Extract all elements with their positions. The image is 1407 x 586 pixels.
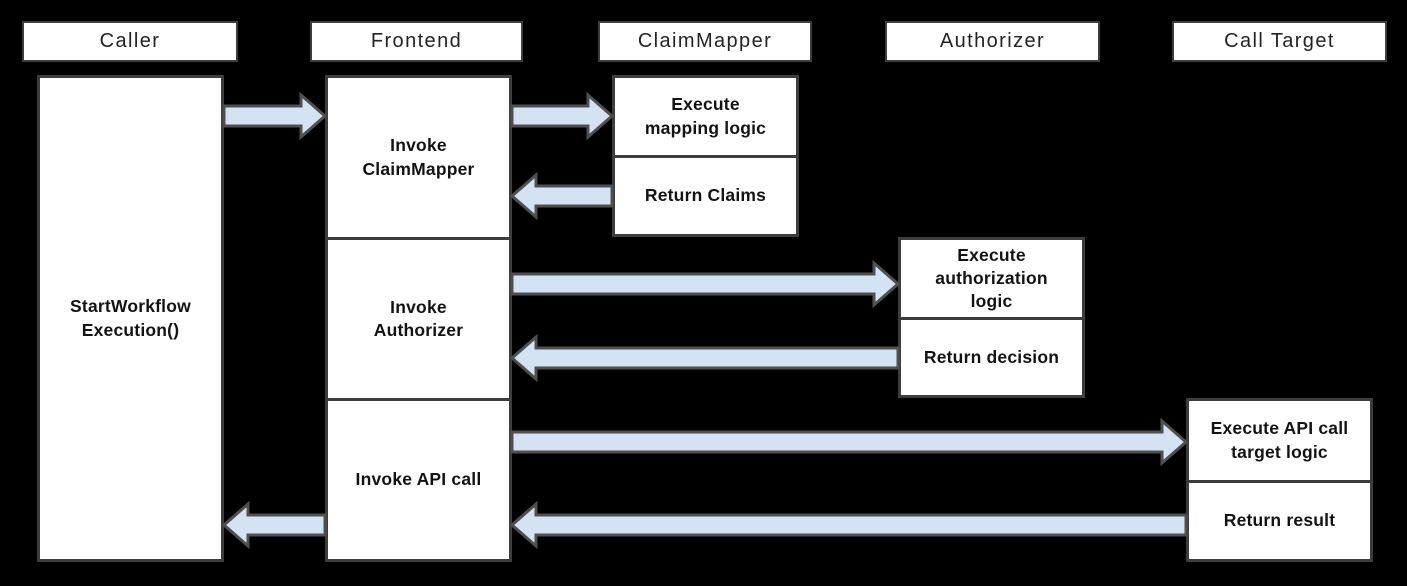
participant-header-caller: Caller [22,21,238,62]
step-execute-authorization-logic: Execute authorization logic [935,244,1048,312]
arrow-caller-to-frontend [222,91,328,141]
step-invoke-api-call: Invoke API call [328,398,509,559]
participant-header-frontend: Frontend [310,21,523,62]
arrow-frontend-to-calltarget [510,417,1189,467]
arrow-frontend-to-claimmapper [510,91,615,141]
activation-caller: StartWorkflow Execution() [37,75,224,562]
participant-label-frontend: Frontend [370,30,463,52]
participant-label-calltarget: Call Target [1224,30,1335,52]
participant-label-claimmapper: ClaimMapper [637,30,773,52]
arrow-claimmapper-to-frontend [509,171,614,221]
participant-label-authorizer: Authorizer [939,30,1046,52]
step-return-result: Return result [1189,480,1370,559]
step-invoke-authorizer: Invoke Authorizer [328,237,509,398]
step-execute-mapping-logic: Execute mapping logic [644,94,767,138]
step-return-decision: Return decision [901,317,1082,395]
arrow-calltarget-to-frontend [509,500,1188,550]
participant-header-authorizer: Authorizer [885,21,1100,62]
arrow-frontend-to-caller [221,500,327,550]
participant-label-caller: Caller [99,30,161,52]
participant-header-claimmapper: ClaimMapper [598,21,812,62]
step-start-workflow-execution: StartWorkflow Execution() [70,296,191,340]
step-return-claims: Return Claims [615,155,796,234]
activation-authorizer: Execute authorization logic Return decis… [898,237,1085,398]
arrow-authorizer-to-frontend [509,333,900,383]
activation-calltarget: Execute API call target logic Return res… [1186,398,1373,562]
step-execute-api-call-target-logic: Execute API call target logic [1210,418,1349,462]
activation-claimmapper: Execute mapping logic Return Claims [612,75,799,237]
step-invoke-claimmapper: Invoke ClaimMapper [362,135,475,179]
participant-header-calltarget: Call Target [1172,21,1387,62]
activation-frontend: Invoke ClaimMapper Invoke Authorizer Inv… [325,75,512,562]
arrow-frontend-to-authorizer [510,259,901,309]
